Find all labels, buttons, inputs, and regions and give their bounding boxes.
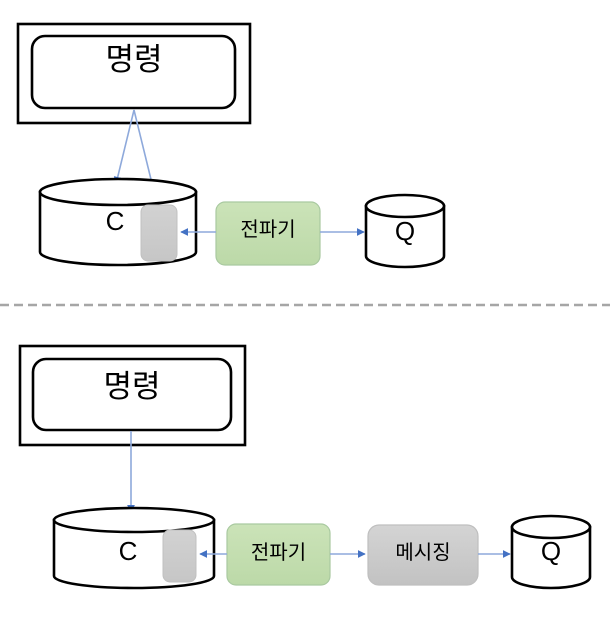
- query-store-label-bottom: Q: [540, 536, 562, 566]
- propagator-label-top: 전파기: [240, 219, 296, 241]
- query-store-cylinder-bottom[interactable]: [510, 514, 592, 590]
- command-label-bottom: 명령: [103, 369, 161, 404]
- outbox-slot-top[interactable]: [140, 204, 178, 262]
- command-store-label-bottom: C: [118, 536, 138, 566]
- command-container-top[interactable]: [16, 22, 252, 125]
- query-store-label-top: Q: [394, 216, 416, 246]
- outbox-slot-bottom[interactable]: [162, 529, 197, 583]
- messaging-label-bottom: 메시징: [395, 542, 451, 564]
- edge-command-to-store-top: [113, 109, 135, 185]
- command-container-bottom[interactable]: [18, 344, 247, 447]
- propagator-box-top[interactable]: [215, 201, 321, 266]
- messaging-box-bottom[interactable]: [367, 524, 479, 586]
- command-store-label-top: C: [105, 206, 125, 236]
- command-label-top: 명령: [105, 42, 163, 77]
- propagator-label-bottom: 전파기: [250, 542, 307, 564]
- query-store-cylinder-top[interactable]: [364, 193, 446, 269]
